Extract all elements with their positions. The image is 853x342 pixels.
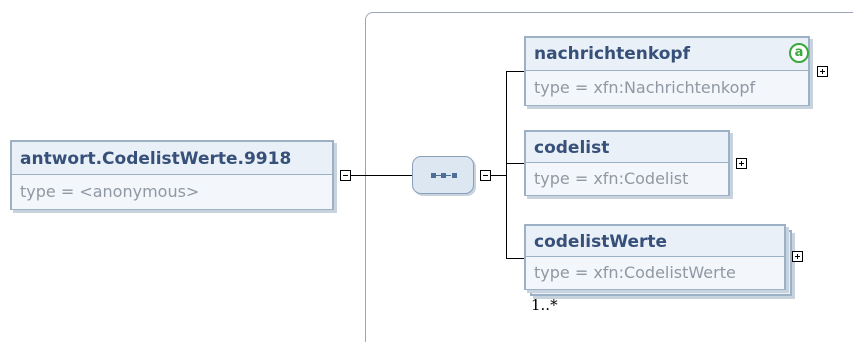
element-name: codelist — [534, 138, 610, 158]
connector-line — [506, 163, 524, 164]
sequence-icon — [431, 173, 457, 178]
element-type: type = xfn:Nachrichtenkopf — [526, 71, 808, 105]
divider — [12, 174, 332, 175]
divider — [526, 256, 784, 257]
annotation-icon[interactable]: a — [789, 43, 809, 63]
root-element-antwort-codelistwerte[interactable]: antwort.CodelistWerte.9918 type = <anony… — [10, 140, 334, 210]
connector-line — [351, 175, 412, 176]
connector-line — [491, 175, 506, 176]
element-name: antwort.CodelistWerte.9918 — [20, 149, 292, 169]
element-name: codelistWerte — [534, 232, 668, 252]
child-element-nachrichtenkopf[interactable]: nachrichtenkopf type = xfn:Nachrichtenko… — [524, 36, 810, 106]
connector-line — [506, 71, 507, 258]
collapse-toggle-root[interactable] — [340, 170, 351, 181]
content-model-frame — [365, 12, 853, 342]
element-type: type = <anonymous> — [12, 175, 332, 209]
expand-toggle-nachrichtenkopf[interactable] — [817, 66, 828, 77]
sequence-compositor[interactable] — [412, 156, 474, 194]
element-name: nachrichtenkopf — [534, 44, 690, 64]
child-element-codelist[interactable]: codelist type = xfn:Codelist — [524, 130, 730, 196]
collapse-toggle-sequence[interactable] — [480, 170, 491, 181]
child-element-codelistwerte[interactable]: codelistWerte type = xfn:CodelistWerte — [524, 224, 786, 290]
element-type: type = xfn:CodelistWerte — [526, 257, 784, 289]
connector-line — [506, 71, 524, 72]
element-type: type = xfn:Codelist — [526, 163, 728, 195]
connector-line — [506, 258, 524, 259]
divider — [526, 70, 808, 71]
divider — [526, 162, 728, 163]
expand-toggle-codelistwerte[interactable] — [792, 251, 803, 262]
occurrence-label: 1..* — [531, 296, 558, 314]
expand-toggle-codelist[interactable] — [736, 158, 747, 169]
